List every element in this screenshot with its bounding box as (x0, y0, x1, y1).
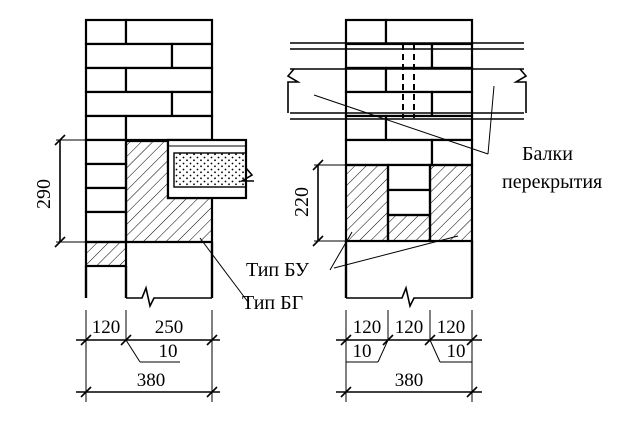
left-wall (84, 18, 254, 309)
right-height-dimension: 220 (291, 159, 346, 247)
left-dim-10: 10 (159, 341, 178, 362)
right-wall (286, 18, 528, 309)
left-dim-120: 120 (92, 317, 121, 338)
right-dim-120-a: 120 (353, 317, 382, 338)
left-height-dimension: 290 (33, 134, 86, 248)
lintel-bu-right (428, 163, 474, 243)
lintel-bu-middle (386, 213, 432, 243)
right-dim-10-right: 10 (447, 341, 466, 362)
left-height-label: 290 (33, 179, 55, 209)
right-callout-bu: Тип БУ (246, 231, 459, 281)
right-callout-beams: Балки перекрытия (313, 85, 602, 193)
right-height-label: 220 (291, 187, 313, 217)
label-beams-line2: перекрытия (502, 171, 602, 193)
label-tip-bg: Тип БГ (242, 292, 303, 314)
left-bottom-dimensions: 120 250 10 380 (76, 310, 220, 402)
right-dim-380: 380 (395, 370, 424, 391)
label-beams-line1: Балки (522, 143, 573, 165)
right-dim-10-left: 10 (353, 341, 372, 362)
right-dim-120-b: 120 (395, 317, 424, 338)
left-dim-380: 380 (137, 370, 166, 391)
left-dim-250: 250 (155, 317, 184, 338)
right-bottom-dimensions: 120 120 120 10 10 380 (336, 310, 482, 402)
right-floor-beams (286, 42, 528, 120)
right-dim-120-c: 120 (437, 317, 466, 338)
left-brick-courses (84, 18, 214, 244)
right-brick-courses (344, 18, 474, 217)
label-tip-bu: Тип БУ (246, 259, 310, 281)
lintel-bu-left (344, 163, 390, 243)
left-floor-slab (166, 138, 254, 200)
left-callout-bg: Тип БГ (199, 237, 303, 314)
left-lower-hatched-block (84, 240, 128, 268)
